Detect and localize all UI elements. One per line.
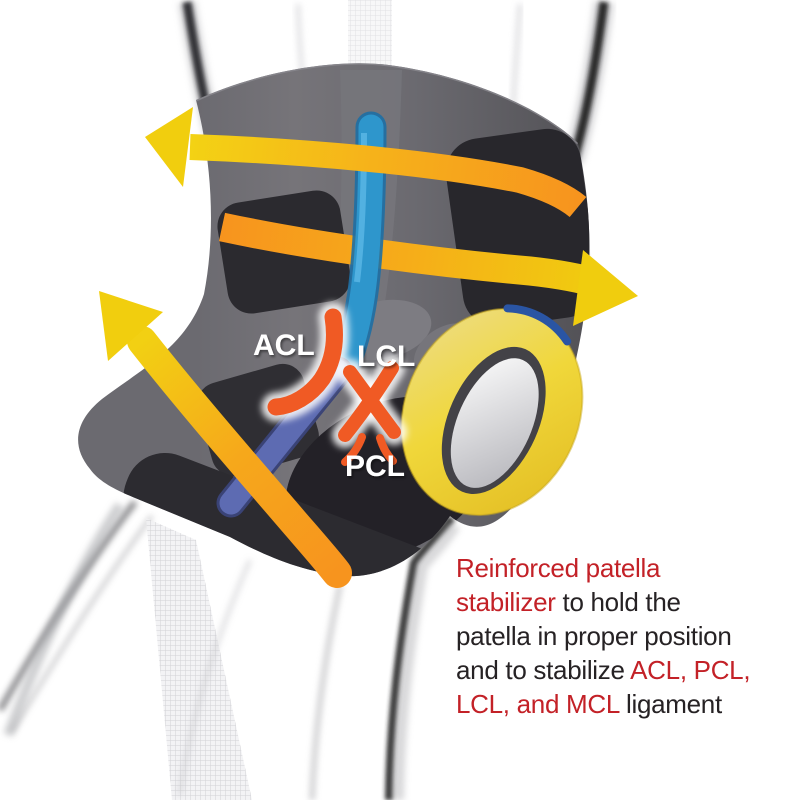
compression-arrow-upper-front — [145, 107, 587, 218]
brace-top-rim — [195, 63, 580, 145]
caption-segment: patella in proper position — [456, 621, 732, 651]
caption-segment: ligament — [619, 689, 722, 719]
label-acl: ACL — [253, 329, 315, 362]
caption-segment: stabilizer — [456, 587, 556, 617]
shin-right-edge — [385, 515, 456, 800]
spiral-band-front-upper — [189, 134, 587, 218]
compression-arrow-lower — [99, 291, 352, 588]
pcl-marker-branch1 — [341, 433, 366, 466]
patella-opening — [450, 358, 539, 488]
acl-marker — [267, 308, 343, 416]
caption-segment: ACL, PCL, — [630, 655, 751, 685]
arrowhead-right-icon — [573, 250, 638, 326]
shin-silhouette — [0, 500, 461, 800]
ligament-labels: ACL LCL PCL — [253, 329, 415, 483]
pcl-marker-branch2 — [376, 434, 397, 465]
compression-arrow-upper — [218, 212, 638, 326]
caption-line: stabilizer to hold the — [456, 585, 786, 619]
spiral-band-front-lower — [218, 212, 605, 298]
diagonal-band — [127, 326, 352, 588]
caption-segment: LCL, and MCL — [456, 689, 620, 719]
lcl-marker-arm2 — [338, 361, 399, 442]
arrowhead-upleft-icon — [99, 291, 163, 361]
caption-line: patella in proper position — [456, 619, 786, 653]
caption-segment: Reinforced patella — [456, 553, 661, 583]
caption-segment: and to stabilize — [456, 655, 631, 685]
caption-segment: to hold the — [555, 587, 681, 617]
caption-line: Reinforced patella — [456, 551, 786, 585]
caption-line: and to stabilize ACL, PCL, — [456, 653, 786, 687]
ring-navy-rim — [503, 304, 572, 346]
caption-text: Reinforced patella stabilizer to hold th… — [456, 551, 786, 721]
patella-stabilizer-ring — [400, 304, 584, 517]
arrowhead-left-icon — [145, 107, 193, 187]
ligament-markers — [261, 302, 407, 466]
shin-mesh-sleeve — [146, 518, 252, 800]
label-pcl: PCL — [345, 450, 405, 483]
caption-line: LCL, and MCL ligament — [456, 687, 786, 721]
label-lcl: LCL — [357, 340, 415, 373]
